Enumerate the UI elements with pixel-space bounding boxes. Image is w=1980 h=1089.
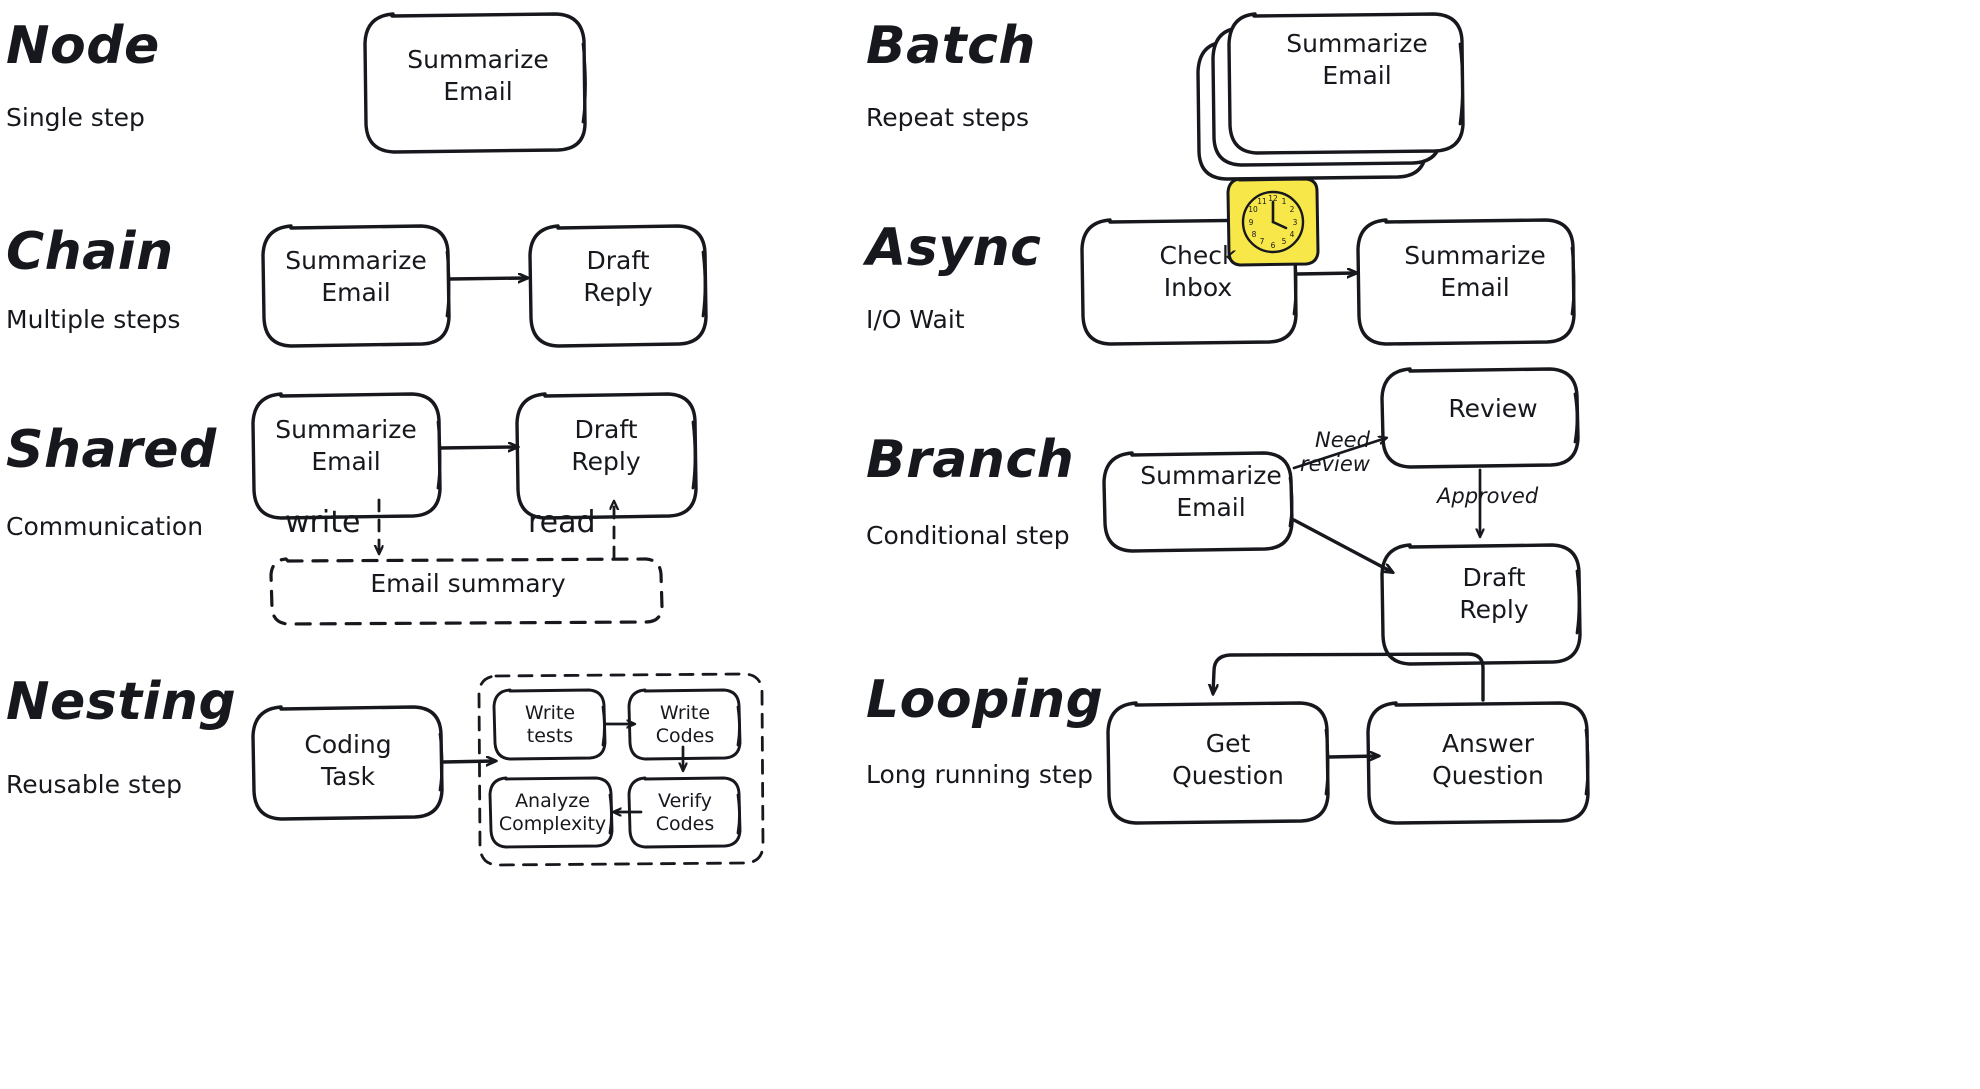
section-subtitle-branch: Conditional step	[866, 521, 1070, 550]
looping-diagram	[1106, 652, 1590, 825]
branch-edge-label-approved: Approved	[1437, 484, 1539, 508]
section-subtitle-looping: Long running step	[866, 760, 1093, 789]
svg-text:3: 3	[1293, 218, 1298, 227]
section-title-async: Async	[866, 218, 1042, 278]
svg-text:5: 5	[1282, 237, 1287, 246]
svg-text:10: 10	[1248, 205, 1258, 214]
section-subtitle-nesting: Reusable step	[6, 770, 183, 799]
async-diagram	[1080, 218, 1576, 346]
section-subtitle-chain: Multiple steps	[6, 305, 181, 334]
section-subtitle-shared: Communication	[6, 512, 204, 541]
svg-text:8: 8	[1252, 230, 1257, 239]
section-title-node: Node	[6, 16, 160, 76]
svg-text:12: 12	[1268, 194, 1278, 203]
svg-text:1: 1	[1282, 197, 1287, 206]
batch-diagram	[1196, 12, 1465, 181]
svg-text:11: 11	[1257, 197, 1267, 206]
section-title-nesting: Nesting	[6, 672, 237, 732]
section-title-branch: Branch	[866, 430, 1075, 490]
shared-edge-label-write: write	[285, 505, 361, 540]
shared-edge-label-read: read	[528, 505, 596, 540]
section-title-chain: Chain	[6, 222, 174, 282]
section-subtitle-async: I/O Wait	[866, 305, 965, 334]
svg-text:9: 9	[1249, 218, 1254, 227]
branch-diagram	[1102, 367, 1582, 666]
nesting-diagram	[251, 672, 765, 867]
svg-text:7: 7	[1260, 237, 1265, 246]
section-title-batch: Batch	[866, 16, 1036, 76]
section-title-shared: Shared	[6, 420, 217, 480]
section-subtitle-batch: Repeat steps	[866, 103, 1030, 132]
svg-text:6: 6	[1271, 241, 1276, 250]
svg-text:4: 4	[1290, 230, 1295, 239]
edge-label-line2: review	[1300, 452, 1370, 476]
svg-text:2: 2	[1290, 205, 1295, 214]
section-title-looping: Looping	[866, 670, 1104, 730]
shared-diagram	[251, 392, 698, 626]
section-subtitle-node: Single step	[6, 103, 145, 132]
branch-edge-label-need-review: Need review	[1300, 428, 1370, 476]
edge-label-line1: Need	[1315, 428, 1370, 452]
chain-diagram	[261, 224, 708, 348]
node-diagram	[363, 12, 587, 154]
